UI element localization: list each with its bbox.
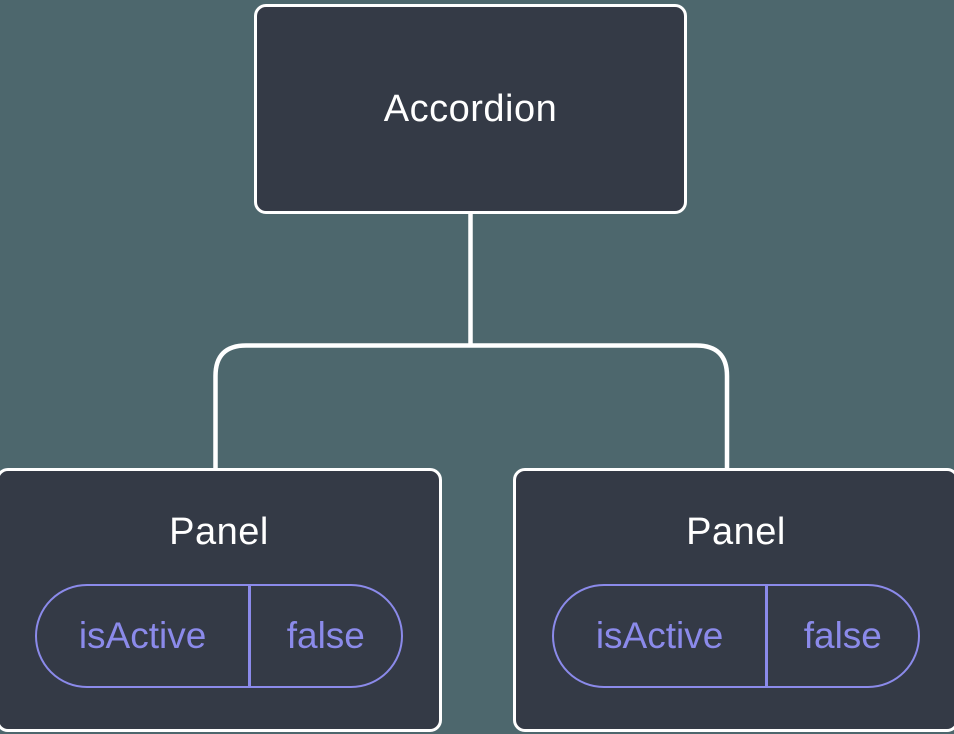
node-accordion-label: Accordion bbox=[383, 87, 558, 130]
prop-pill-right: isActive false bbox=[552, 584, 920, 688]
prop-value: false bbox=[286, 615, 365, 656]
prop-value: false bbox=[803, 615, 882, 656]
node-panel-left-label: Panel bbox=[169, 511, 269, 553]
node-panel-right-label: Panel bbox=[686, 511, 786, 553]
pill-divider bbox=[248, 586, 251, 686]
node-accordion: Accordion bbox=[254, 4, 687, 214]
prop-pill-left: isActive false bbox=[35, 584, 403, 688]
prop-key: isActive bbox=[595, 615, 724, 656]
connector-branch bbox=[213, 343, 730, 472]
node-panel-right: Panel isActive false bbox=[513, 468, 954, 732]
pill-divider bbox=[765, 586, 768, 686]
prop-key: isActive bbox=[78, 615, 207, 656]
node-panel-left: Panel isActive false bbox=[0, 468, 442, 732]
